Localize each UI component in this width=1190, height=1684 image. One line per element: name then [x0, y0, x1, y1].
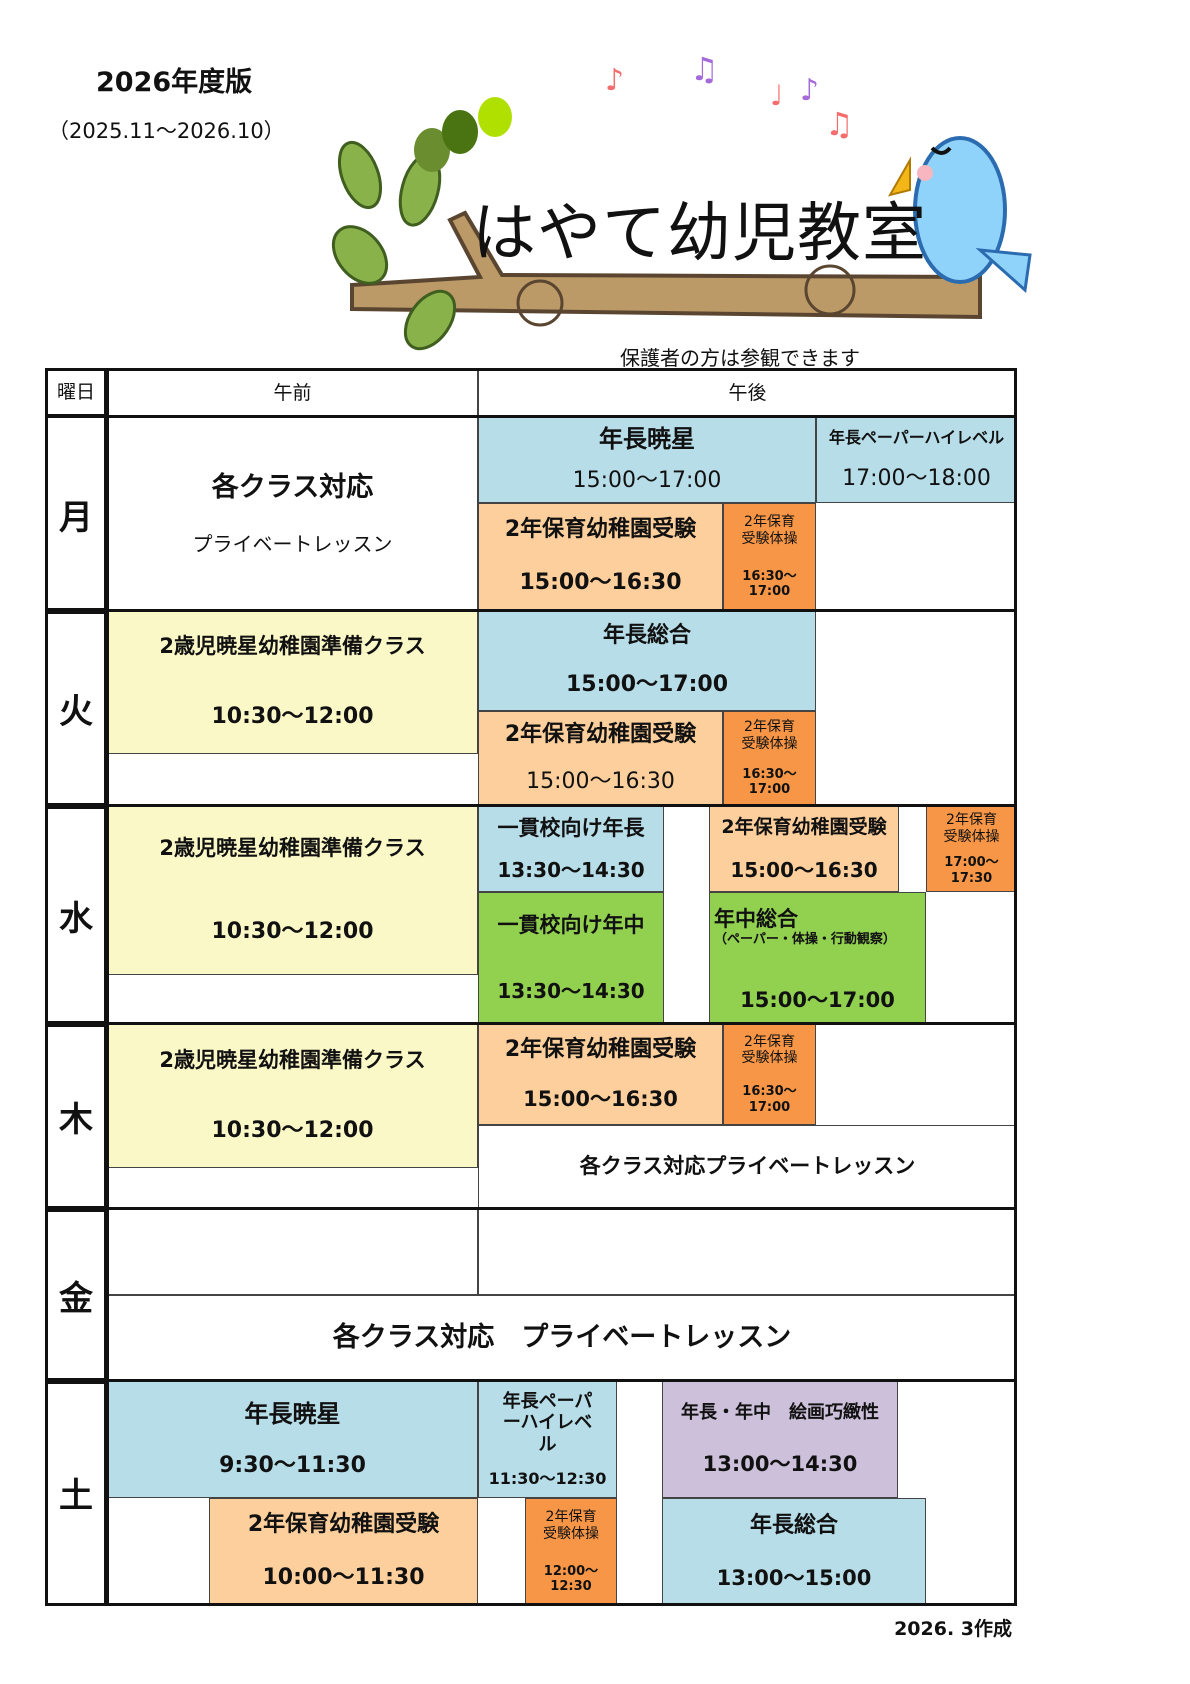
school-name-title: はやて幼児教室 — [472, 197, 927, 271]
svg-text:♪: ♪ — [605, 63, 624, 98]
class-time: 15:00～17:00 — [572, 468, 722, 494]
wed-2year-gym: 2年保育受験体操 17:00～17:30 — [926, 806, 1017, 892]
created-date: 2026. 3作成 — [894, 1618, 1012, 1640]
svg-text:♫: ♫ — [825, 105, 854, 143]
thu-pm-private: 各クラス対応プライベートレッスン — [478, 1125, 1017, 1209]
class-time: 15:00～16:30 — [523, 1086, 678, 1111]
class-title: 各クラス対応 プライベートレッスン — [332, 1321, 792, 1353]
class-title: 2年保育受験体操 — [943, 811, 1000, 845]
class-title: 年長ペーパーハイレベル — [828, 427, 1005, 447]
mon-am-private: 各クラス対応 プライベートレッスン — [107, 417, 478, 611]
class-title: 2年保育幼稚園受験 — [721, 816, 887, 839]
wed-nenchu-sogo: 年中総合（ペーパー・体操・行動観察） 15:00～17:00 — [709, 892, 926, 1024]
class-title: 2歳児暁星幼稚園準備クラス — [159, 835, 426, 860]
class-title: 2年保育受験体操 — [741, 514, 798, 548]
svg-text:♫: ♫ — [690, 50, 719, 88]
tue-nencho-sogo: 年長総合 15:00～17:00 — [478, 611, 816, 711]
class-title: 年長ペーパーハイレベル — [502, 1390, 593, 1455]
row-divider — [45, 609, 1017, 612]
class-title: 一貫校向け年中 — [497, 913, 645, 938]
class-time: 10:30～12:00 — [211, 704, 374, 730]
class-time: 15:00～16:30 — [730, 857, 878, 882]
class-title: 一貫校向け年長 — [497, 815, 645, 840]
mon-2year-gym: 2年保育受験体操 16:30～17:00 — [723, 503, 816, 611]
mon-nencho-gyosei: 年長暁星 15:00～17:00 — [478, 417, 816, 503]
fri-private: 各クラス対応 プライベートレッスン — [107, 1295, 1017, 1381]
row-divider — [45, 415, 1017, 418]
fri-pm-empty — [478, 1209, 1017, 1295]
tue-2year-gym: 2年保育受験体操 16:30～17:00 — [723, 711, 816, 806]
class-title: 2年保育幼稚園受験 — [504, 1036, 697, 1062]
class-title: 2年保育受験体操 — [741, 719, 798, 752]
mon-2year-exam: 2年保育幼稚園受験 15:00～16:30 — [478, 503, 723, 611]
class-time: 15:00～17:00 — [565, 672, 729, 698]
class-time: 13:00～15:00 — [716, 1566, 872, 1591]
wed-ikkan-nenchu: 一貫校向け年中 13:30～14:30 — [478, 892, 664, 1024]
class-title: 2年保育幼稚園受験 — [247, 1512, 440, 1538]
day-column-divider — [106, 368, 109, 1606]
row-divider — [45, 1379, 1017, 1382]
sat-nencho-gyosei: 年長暁星 9:30～11:30 — [107, 1381, 478, 1498]
row-divider — [45, 804, 1017, 807]
class-time: 15:00～16:30 — [519, 570, 682, 596]
fri-am-empty — [107, 1209, 478, 1295]
leaf-icon — [331, 140, 457, 351]
class-time: 17:00～18:00 — [842, 465, 991, 491]
class-subtitle: プライベートレッスン — [192, 532, 393, 557]
class-time: 16:30～17:00 — [742, 1084, 797, 1115]
class-time: 13:30～14:30 — [497, 858, 645, 883]
class-time: 10:30～12:00 — [211, 918, 374, 944]
row-divider — [45, 1207, 1017, 1210]
mon-paper-high: 年長ペーパーハイレベル 17:00～18:00 — [816, 417, 1017, 503]
period-label: （2025.11～2026.10） — [48, 119, 285, 143]
class-title: 2年保育受験体操 — [741, 1033, 798, 1067]
class-title: 2年保育幼稚園受験 — [504, 517, 697, 543]
branch-bird-illustration: ♪ ♫ ♩ ♪ ♫ — [331, 50, 1032, 351]
class-title: 2歳児暁星幼稚園準備クラス — [159, 634, 426, 659]
class-title: 2歳児暁星幼稚園準備クラス — [159, 1047, 426, 1072]
class-title: 年長暁星 — [244, 1399, 341, 1428]
sat-2year-gym: 2年保育受験体操 12:00～12:30 — [525, 1498, 617, 1606]
sat-nencho-sogo: 年長総合 13:00～15:00 — [662, 1498, 926, 1606]
svg-text:♪: ♪ — [800, 73, 819, 108]
class-time: 13:00～14:30 — [702, 1451, 858, 1476]
sat-paper-high: 年長ペーパーハイレベル 11:30～12:30 — [478, 1381, 617, 1498]
class-title: 年長総合 — [749, 1512, 838, 1538]
class-time: 13:30～14:30 — [497, 978, 645, 1003]
edition-label: 2026年度版 — [96, 67, 253, 98]
class-title: 2年保育受験体操 — [543, 1509, 599, 1543]
tue-2year-exam: 2年保育幼稚園受験 15:00～16:30 — [478, 711, 723, 806]
class-title: 年長総合 — [602, 623, 691, 649]
class-subtitle: （ペーパー・体操・行動観察） — [714, 932, 896, 948]
observation-note: 保護者の方は参観できます — [620, 346, 860, 370]
class-title: 各クラス対応プライベートレッスン — [579, 1154, 916, 1179]
class-time: 17:00～17:30 — [944, 855, 999, 886]
class-time: 9:30～11:30 — [219, 1452, 366, 1478]
class-time: 10:30～12:00 — [211, 1117, 374, 1143]
class-title: 2年保育幼稚園受験 — [504, 722, 697, 748]
class-time: 16:30～17:00 — [742, 766, 797, 798]
class-time: 11:30～12:30 — [488, 1469, 607, 1489]
class-title: 年中総合 — [714, 907, 798, 931]
class-title: 年長・年中 絵画巧緻性 — [681, 1402, 879, 1424]
sat-2year-exam: 2年保育幼稚園受験 10:00～11:30 — [209, 1498, 478, 1606]
class-time: 15:00～17:00 — [740, 987, 895, 1012]
class-title: 各クラス対応 — [211, 471, 374, 503]
wed-ikkan-nencho: 一貫校向け年長 13:30～14:30 — [478, 806, 664, 892]
thu-2year-gym: 2年保育受験体操 16:30～17:00 — [723, 1024, 816, 1125]
music-notes-icon: ♪ ♫ ♩ ♪ ♫ — [605, 50, 854, 143]
class-time: 16:30～17:00 — [742, 568, 797, 600]
header-pm: 午後 — [478, 368, 1017, 417]
class-time: 10:00～11:30 — [262, 1565, 425, 1591]
bird-icon — [887, 136, 1032, 293]
svg-text:♩: ♩ — [770, 79, 783, 112]
class-time: 12:00～12:30 — [543, 1563, 599, 1595]
class-title: 年長暁星 — [599, 425, 695, 454]
wed-2year-exam: 2年保育幼稚園受験 15:00～16:30 — [709, 806, 899, 892]
class-time: 15:00～16:30 — [526, 768, 675, 794]
wed-am-gyosei-prep: 2歳児暁星幼稚園準備クラス 10:30～12:00 — [107, 806, 478, 975]
row-divider — [45, 1022, 1017, 1025]
schedule-table-frame — [45, 368, 1017, 1606]
